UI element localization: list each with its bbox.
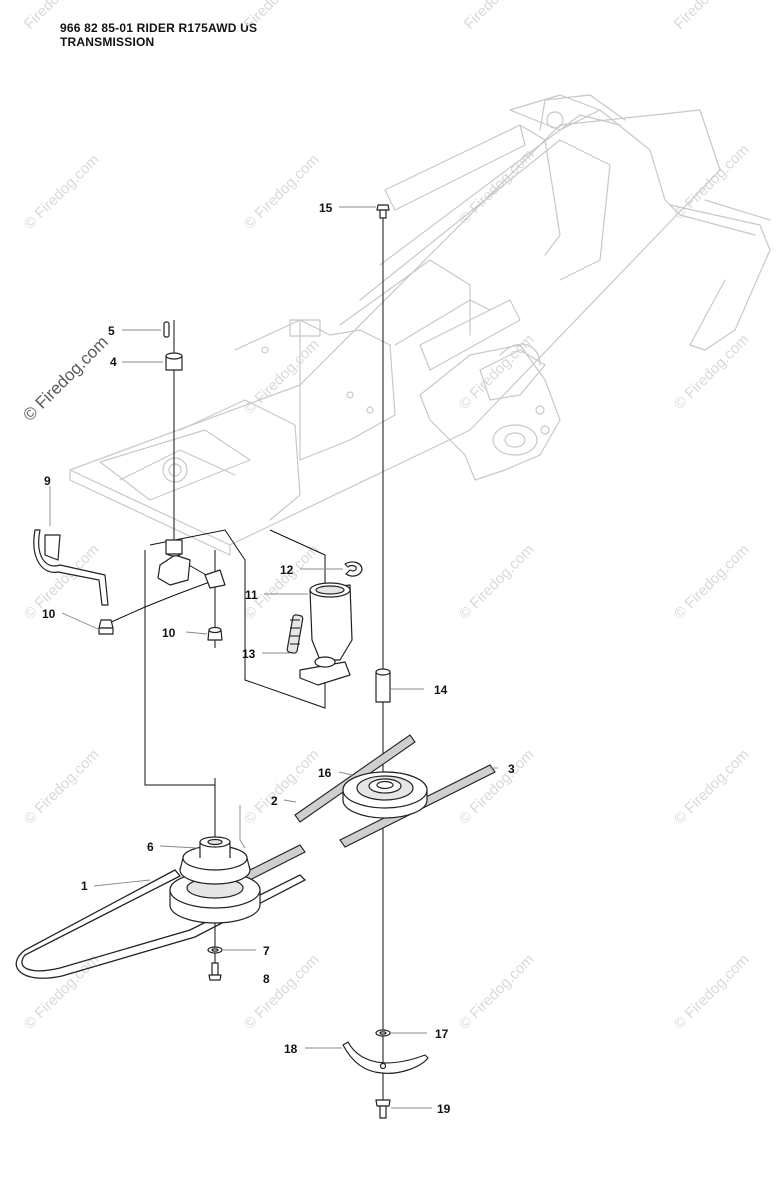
part-5-pin bbox=[163, 321, 170, 338]
part-11-bushing-housing bbox=[299, 582, 353, 686]
part-14-sleeve bbox=[375, 668, 391, 703]
callout-8: 8 bbox=[263, 972, 270, 986]
part-18-bracket bbox=[342, 1041, 429, 1074]
watermark: © Firedog.com bbox=[21, 541, 103, 623]
watermark: © Firedog.com bbox=[671, 331, 753, 413]
part-19-bolt bbox=[375, 1099, 391, 1119]
watermark: © Firedog.com bbox=[671, 951, 753, 1033]
callout-16: 16 bbox=[318, 766, 332, 780]
part-13-spring bbox=[286, 614, 304, 654]
callout-10-left: 10 bbox=[42, 607, 56, 621]
watermark: Firedog.com bbox=[241, 0, 312, 33]
callout-19: 19 bbox=[437, 1102, 451, 1116]
part-6-drive-pulley bbox=[169, 836, 261, 924]
watermark: © Firedog.com bbox=[241, 336, 323, 418]
callout-2: 2 bbox=[271, 794, 278, 808]
diagram-subtitle: TRANSMISSION bbox=[60, 35, 155, 49]
watermark: © Firedog.com bbox=[456, 746, 538, 828]
watermark: © Firedog.com bbox=[241, 151, 323, 233]
watermark: © Firedog.com bbox=[456, 541, 538, 623]
chassis-frame bbox=[69, 94, 771, 556]
watermark: © Firedog.com bbox=[21, 746, 103, 828]
watermark: © Firedog.com bbox=[241, 951, 323, 1033]
part-16-idler-pulley bbox=[342, 771, 428, 819]
watermark: © Firedog.com bbox=[671, 746, 753, 828]
callout-labels: 15 5 4 9 10 10 12 11 13 14 16 3 2 6 1 7 … bbox=[42, 201, 515, 1116]
diagram-title: 966 82 85-01 RIDER R175AWD US bbox=[60, 21, 258, 35]
watermark: © Firedog.com bbox=[671, 541, 753, 623]
part-12-clip bbox=[344, 561, 363, 577]
part-10-nut-center bbox=[207, 626, 223, 641]
callout-5: 5 bbox=[108, 324, 115, 338]
leader-lines bbox=[49, 206, 498, 1109]
callout-1: 1 bbox=[81, 879, 88, 893]
callout-15: 15 bbox=[319, 201, 333, 215]
callout-11: 11 bbox=[245, 588, 258, 602]
callout-7: 7 bbox=[263, 944, 270, 958]
part-7-washer bbox=[207, 946, 223, 954]
watermark-layer: Firedog.com Firedog.com Firedog.com Fire… bbox=[19, 0, 752, 1033]
watermark: Firedog.com bbox=[671, 0, 742, 33]
part-4-spacer bbox=[165, 352, 183, 371]
watermark: © Firedog.com bbox=[241, 746, 323, 828]
part-8-bolt bbox=[208, 962, 222, 981]
callout-17: 17 bbox=[435, 1027, 449, 1041]
idler-pivot-bracket bbox=[157, 539, 226, 589]
callout-9: 9 bbox=[44, 474, 51, 488]
watermark: Firedog.com bbox=[21, 0, 92, 33]
part-1-drive-belt bbox=[15, 869, 307, 979]
callout-10-center: 10 bbox=[162, 626, 176, 640]
part-15-bolt bbox=[376, 204, 390, 219]
callout-14: 14 bbox=[434, 683, 448, 697]
callout-3: 3 bbox=[508, 762, 515, 776]
watermark: © Firedog.com bbox=[456, 951, 538, 1033]
callout-4: 4 bbox=[110, 355, 117, 369]
callout-13: 13 bbox=[242, 647, 256, 661]
callout-6: 6 bbox=[147, 840, 154, 854]
callout-12: 12 bbox=[280, 563, 294, 577]
callout-18: 18 bbox=[284, 1042, 298, 1056]
part-17-washer bbox=[375, 1029, 391, 1037]
watermark: © Firedog.com bbox=[456, 146, 538, 228]
watermark: © Firedog.com bbox=[21, 951, 103, 1033]
part-10-nut-left bbox=[98, 619, 114, 635]
watermark: Firedog.com bbox=[461, 0, 532, 33]
watermark: © Firedog.com bbox=[21, 151, 103, 233]
watermark: © Firedog.com bbox=[19, 332, 111, 424]
part-9-rod bbox=[33, 529, 109, 606]
